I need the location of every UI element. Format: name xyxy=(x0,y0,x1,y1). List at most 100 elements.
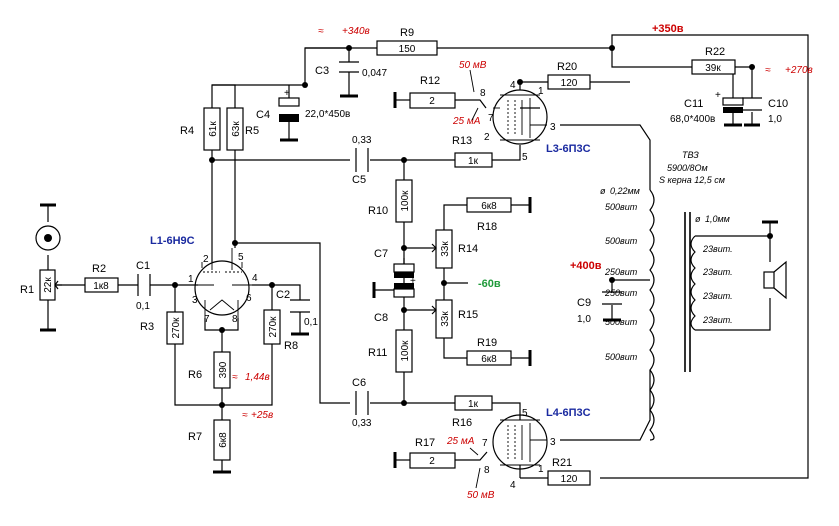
tvz-label: ТВЗ xyxy=(682,150,699,160)
resistor-r10: 100к R10 xyxy=(368,179,413,223)
r11-value: 100к xyxy=(400,340,411,362)
resistor-r7: 6к8 R7 xyxy=(188,419,231,461)
r2-value: 1к8 xyxy=(93,281,109,292)
c9-label: C9 xyxy=(577,297,591,309)
l3-pin-3: 3 xyxy=(550,122,556,133)
capacitor-c6: C6 0,33 xyxy=(352,377,372,429)
c10-value: 1,0 xyxy=(768,114,782,125)
capacitor-c3: C3 0,047 xyxy=(315,61,387,82)
r6-label: R6 xyxy=(188,369,202,381)
ma-top: 25 мА xyxy=(452,116,481,127)
c6-label: C6 xyxy=(352,377,366,389)
c7-label: C7 xyxy=(374,248,388,260)
voltage-neg60: -60в xyxy=(478,278,501,290)
resistor-r3: 270к R3 xyxy=(140,311,184,345)
resistor-r11: 100к R11 xyxy=(368,329,413,373)
r9-value: 150 xyxy=(399,44,416,55)
r14-label: R14 xyxy=(458,243,478,255)
r3-value: 270к xyxy=(171,317,182,339)
ø-wire-secondary-symbol: ø xyxy=(695,214,701,224)
r4-value: 61к xyxy=(208,121,219,137)
r4-label: R4 xyxy=(180,125,194,137)
tube-l3: 4 1 8 7 2 3 5 L3-6П3С xyxy=(480,80,591,163)
resistor-r16: 1к R16 xyxy=(452,395,493,429)
l4-pin-7: 7 xyxy=(482,438,488,449)
l1-pin-4: 4 xyxy=(252,273,258,284)
l3-pin-2: 2 xyxy=(484,132,490,143)
resistor-r14: 33к R14 xyxy=(430,229,478,269)
c5-label: C5 xyxy=(352,174,366,186)
c8-plus: + xyxy=(410,276,416,287)
r16-label: R16 xyxy=(452,417,472,429)
resistor-r13: 1к R13 xyxy=(452,135,493,168)
r17-value: 2 xyxy=(429,456,435,467)
c4-value: 22,0*450в xyxy=(305,109,350,120)
resistor-r6: 390 R6 xyxy=(188,351,231,389)
primary-turns-3: 250вит xyxy=(604,267,638,277)
l3-pin-5: 5 xyxy=(522,152,528,163)
l4-pin-1: 1 xyxy=(538,464,544,475)
l3-label: L3-6П3С xyxy=(546,143,591,155)
tube-l1: 2 5 1 4 3 6 7 8 L1-6Н9С xyxy=(150,235,258,325)
resistor-r9: 150 R9 xyxy=(376,27,438,56)
primary-turns-5: 500вит xyxy=(605,317,638,327)
ma-bottom: 25 мА xyxy=(446,436,475,447)
c3-value: 0,047 xyxy=(362,68,387,79)
tvz-impedance: 5900/8Ом xyxy=(667,163,708,173)
r9-label: R9 xyxy=(400,27,414,39)
r19-label: R19 xyxy=(477,337,497,349)
capacitor-c4: + C4 22,0*450в xyxy=(256,88,350,128)
l1-pin-1: 1 xyxy=(188,274,194,285)
c8-label: C8 xyxy=(374,312,388,324)
tvz-wire-secondary: 1,0мм xyxy=(705,214,730,224)
r7-value: 6к8 xyxy=(218,432,229,448)
r14-value: 33к xyxy=(440,241,451,257)
capacitor-c2: C2 0,1 xyxy=(276,289,318,328)
capacitor-c9: C9 1,0 xyxy=(577,291,622,325)
speaker-icon xyxy=(763,260,787,300)
r22-label: R22 xyxy=(705,46,725,58)
r15-label: R15 xyxy=(458,309,478,321)
primary-turns-6: 500вит xyxy=(605,352,638,362)
r8-value: 270к xyxy=(268,316,279,338)
ma-top-arrow xyxy=(471,107,479,121)
l1-pin-6: 6 xyxy=(246,293,252,304)
r10-label: R10 xyxy=(368,205,388,217)
r1-value: 22к xyxy=(43,277,54,293)
r22-value: 39к xyxy=(705,63,721,74)
r13-value: 1к xyxy=(468,156,479,167)
c2-value: 0,1 xyxy=(304,317,318,328)
r20-label: R20 xyxy=(557,61,577,73)
resistor-r15: 33к R15 xyxy=(430,299,478,339)
l3-pin-7: 7 xyxy=(488,113,494,124)
secondary-turns-1: 23вит. xyxy=(702,244,733,254)
l1-label: L1-6Н9С xyxy=(150,235,195,247)
capacitor-c10: C10 1,0 xyxy=(742,97,788,125)
c11-value: 68,0*400в xyxy=(670,114,715,125)
ac-symbol-144: ≈ xyxy=(232,372,238,383)
voltage-25: +25в xyxy=(251,410,273,421)
l1-pin-7: 7 xyxy=(204,314,210,325)
r12-label: R12 xyxy=(420,75,440,87)
capacitor-c7: C7 xyxy=(374,248,415,278)
l3-pin-1: 1 xyxy=(538,86,544,97)
c6-value: 0,33 xyxy=(352,418,372,429)
resistor-r1: 22к R1 xyxy=(20,269,62,301)
primary-turns-2: 500вит xyxy=(605,236,638,246)
c2-label: C2 xyxy=(276,289,290,301)
mv-bottom: 50 мВ xyxy=(467,490,495,501)
voltage-400: +400в xyxy=(570,260,602,272)
r10-value: 100к xyxy=(400,190,411,212)
r17-label: R17 xyxy=(415,437,435,449)
c4-plus: + xyxy=(284,88,290,99)
r8-label: R8 xyxy=(284,340,298,352)
capacitor-c1: C1 0,1 xyxy=(136,260,151,312)
resistor-r4: 61к R4 xyxy=(180,107,221,151)
grounds xyxy=(40,82,778,474)
r11-label: R11 xyxy=(368,347,387,359)
r5-label: R5 xyxy=(245,125,259,137)
l1-pin-2: 2 xyxy=(203,254,209,265)
junction-dots xyxy=(172,45,773,408)
resistor-r2: 1к8 R2 xyxy=(84,263,119,293)
